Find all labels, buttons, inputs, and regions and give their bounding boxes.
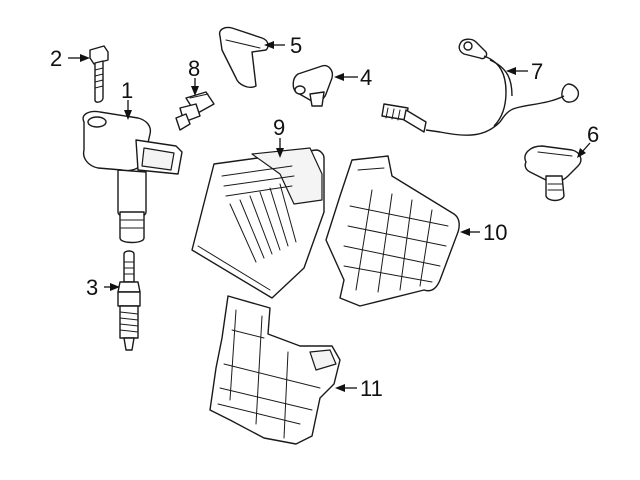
callout-2: 2 (50, 46, 62, 71)
callout-8: 8 (188, 56, 200, 81)
callout-6: 6 (587, 122, 599, 147)
spark-plug-part-3 (117, 250, 141, 351)
callout-4: 4 (360, 65, 372, 90)
callout-numbers: 1 2 3 4 5 6 7 8 9 10 11 (50, 33, 599, 401)
ecu-bracket-part-10 (325, 155, 460, 307)
callout-7: 7 (531, 59, 543, 84)
callout-3: 3 (86, 275, 98, 300)
ignition-coil-part-1 (82, 110, 183, 244)
camshaft-sensor-part-6 (524, 145, 582, 202)
cover-bracket-part-5 (218, 26, 269, 88)
callout-9: 9 (273, 115, 285, 140)
callout-5: 5 (290, 33, 302, 58)
callout-1: 1 (121, 78, 133, 103)
temperature-sensor-part-8 (175, 91, 215, 131)
callout-11: 11 (360, 376, 383, 401)
bolt-part-2 (89, 45, 109, 103)
lower-bracket-part-11 (209, 295, 341, 445)
callout-10: 10 (483, 220, 507, 245)
ecu-module-part-9 (191, 147, 325, 299)
position-sensor-part-4 (292, 64, 334, 107)
knock-sensor-harness-part-7 (381, 38, 580, 136)
leader-lines (68, 41, 591, 392)
